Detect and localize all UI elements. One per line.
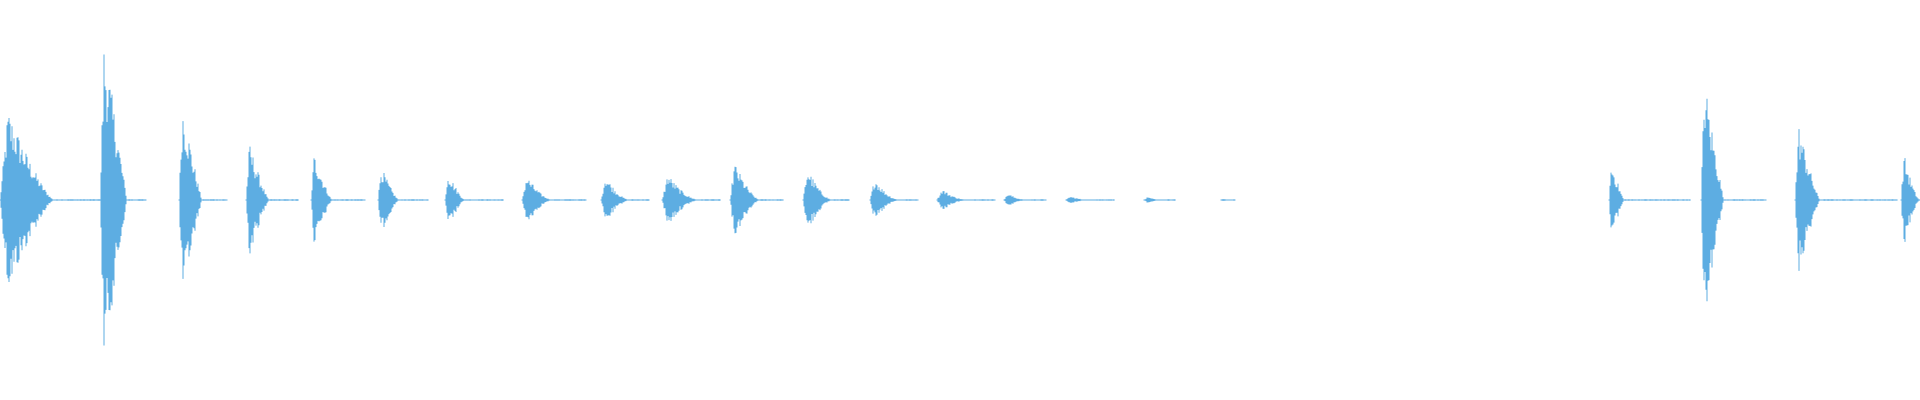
waveform-segment-20 (1700, 98, 1767, 302)
waveform-segment-14 (936, 191, 996, 209)
waveform-segment-6 (377, 173, 429, 227)
waveform-segments (0, 54, 1920, 346)
waveform-segment-13 (869, 184, 919, 216)
waveform-segment-19 (1608, 172, 1691, 228)
waveform-segment-4 (245, 146, 299, 254)
waveform-segment-11 (729, 166, 784, 234)
waveform-segment-8 (521, 180, 587, 220)
waveform-segment-21 (1794, 129, 1898, 271)
waveform-segment-16 (1065, 197, 1115, 203)
waveform-segment-5 (310, 158, 366, 242)
waveform-segment-18 (1220, 199, 1236, 201)
waveform-segment-10 (661, 179, 721, 221)
waveform-segment-7 (444, 181, 504, 219)
waveform-segment-3 (178, 121, 228, 279)
waveform-segment-15 (1003, 195, 1047, 205)
waveform-segment-22 (1900, 158, 1920, 242)
waveform-segment-1 (0, 118, 107, 282)
waveform-segment-12 (802, 176, 850, 224)
waveform-segment-9 (600, 183, 650, 217)
waveform-segment-2 (99, 54, 147, 346)
waveform-segment-17 (1143, 197, 1176, 203)
